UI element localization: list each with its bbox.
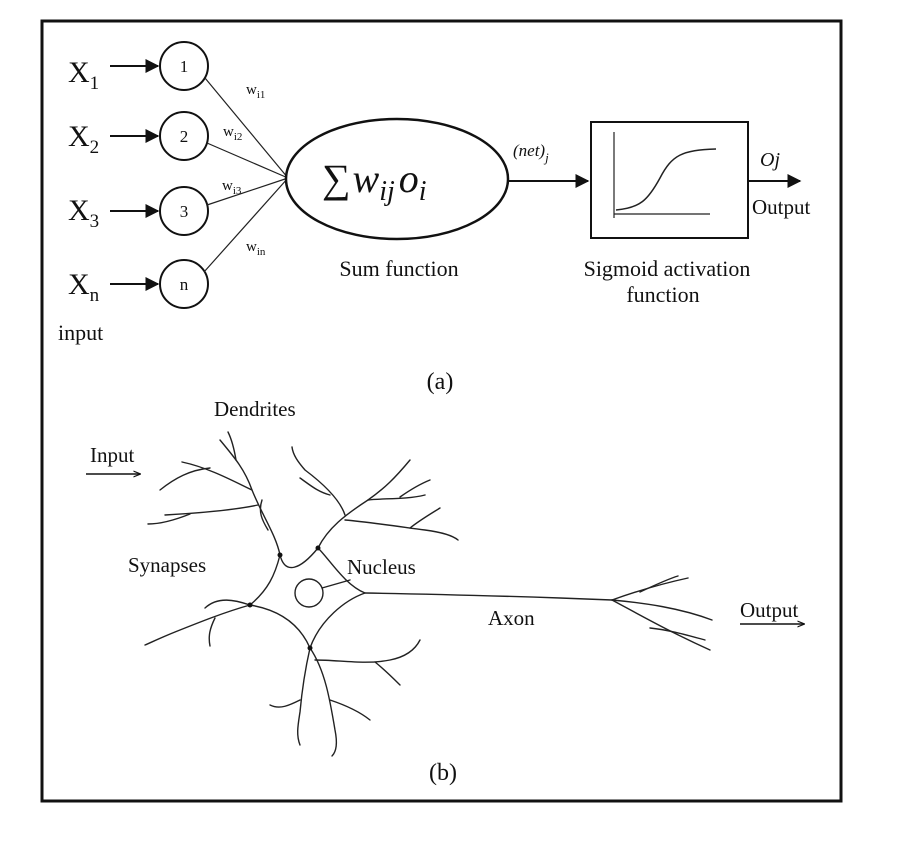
synapse-dot: [315, 545, 321, 551]
input-node: [159, 186, 209, 236]
sigmoid-curve: [615, 148, 717, 211]
nucleus-label: Nucleus: [347, 555, 416, 579]
weight-line: [204, 77, 289, 179]
input-node: [159, 111, 209, 161]
input-row-3: X3 3: [68, 186, 209, 236]
input-var-xn: Xn: [68, 268, 100, 306]
input-node-label: 2: [180, 127, 189, 146]
figure-frame: [40, 19, 843, 803]
output-label: Output: [740, 598, 799, 622]
input-var-x2: X2: [68, 120, 99, 158]
weight-label-wi3: wi3: [222, 178, 242, 197]
input-node: [159, 41, 209, 91]
synapse-dot: [247, 602, 253, 608]
axon-label: Axon: [488, 606, 535, 630]
input-node-label: n: [180, 275, 189, 294]
weight-label-win: win: [246, 239, 266, 258]
input-var-x1: X1: [68, 56, 99, 94]
weight-label-wi2: wi2: [223, 124, 242, 143]
neuron-drawing: [144, 431, 713, 757]
sigmoid-caption-line2: function: [626, 282, 699, 307]
weight-line: [206, 177, 289, 206]
sum-function-ellipse: [284, 117, 510, 241]
weight-label-wi1: wi1: [246, 82, 265, 101]
weight-line: [203, 177, 289, 273]
panel-a-label: (a): [427, 369, 454, 395]
input-row-2: X2 2: [68, 111, 209, 161]
synapse-dot: [307, 645, 313, 651]
input-node: [159, 259, 209, 309]
input-var-x3: X3: [68, 194, 99, 232]
sigmoid-box: [590, 121, 749, 239]
synapse-dot: [277, 552, 283, 558]
panel-a-artificial-neuron: X1 1 X2 2 X3 3 Xn: [58, 41, 811, 395]
input-row-1: X1 1: [68, 41, 209, 94]
output-caption: Output: [752, 195, 811, 219]
input-label: Input: [90, 443, 134, 467]
sigmoid-caption-line1: Sigmoid activation: [584, 256, 751, 281]
synapses-label: Synapses: [128, 553, 206, 577]
input-node-label: 1: [180, 57, 189, 76]
input-node-label: 3: [180, 202, 189, 221]
input-caption: input: [58, 320, 103, 345]
panel-b-biological-neuron: Dendrites Input: [86, 397, 804, 786]
dendrites-label: Dendrites: [214, 397, 296, 421]
net-label: (net)j: [513, 141, 549, 165]
sum-caption: Sum function: [339, 256, 458, 281]
weight-line: [206, 142, 289, 179]
output-symbol: Oj: [760, 149, 780, 171]
input-row-n: Xn n: [68, 259, 209, 309]
panel-b-label: (b): [429, 760, 457, 786]
